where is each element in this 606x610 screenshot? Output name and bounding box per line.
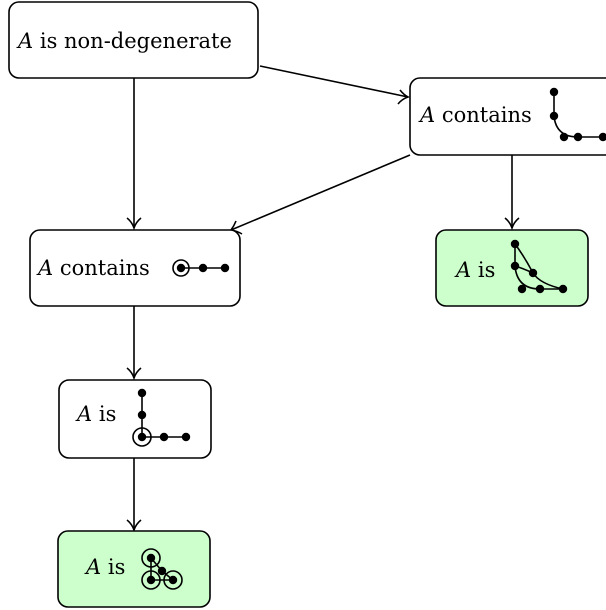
node-nondeg: A is non-degenerate bbox=[8, 1, 259, 79]
L-shape-graph-glyph bbox=[549, 87, 606, 142]
node-variable: A bbox=[16, 29, 33, 53]
circled-path-graph-glyph bbox=[172, 259, 230, 277]
node-statement: is non-degenerate bbox=[33, 29, 232, 53]
node-label: A contains bbox=[418, 103, 532, 127]
circled-triangle-graph-glyph bbox=[141, 548, 183, 590]
node-statement: contains bbox=[53, 256, 150, 280]
node-is-triangle-circled: A is bbox=[57, 530, 211, 608]
node-statement: is bbox=[101, 555, 125, 579]
node-variable: A bbox=[418, 103, 435, 127]
node-box bbox=[29, 229, 241, 307]
edge-contains-L-to-contains-path bbox=[229, 154, 411, 235]
node-label: A is bbox=[84, 555, 125, 579]
node-contains-path: A contains bbox=[29, 229, 241, 307]
edge-is-L-circled-to-is-triangle-circled bbox=[126, 458, 142, 533]
node-label: A contains bbox=[36, 256, 150, 280]
node-variable: A bbox=[84, 555, 101, 579]
node-is-triangleL: A is bbox=[435, 229, 589, 307]
triangle-L-graph-glyph bbox=[510, 239, 568, 294]
node-box bbox=[8, 1, 259, 79]
node-variable: A bbox=[36, 256, 53, 280]
node-statement: is bbox=[92, 402, 116, 426]
edge-nondeg-to-contains-L bbox=[259, 65, 411, 105]
node-box bbox=[57, 530, 211, 608]
node-box bbox=[58, 379, 212, 459]
edge-nondeg-to-contains-path bbox=[126, 78, 142, 231]
edge-contains-path-to-is-L-circled bbox=[126, 306, 142, 381]
node-statement: is bbox=[471, 258, 495, 282]
edges bbox=[126, 65, 520, 533]
node-is-L-circled: A is bbox=[58, 379, 212, 459]
node-contains-L: A contains bbox=[409, 77, 606, 156]
node-label: A is non-degenerate bbox=[16, 29, 232, 53]
node-box bbox=[409, 77, 606, 156]
circled-L-graph-glyph bbox=[132, 388, 191, 447]
node-label: A is bbox=[75, 402, 116, 426]
node-variable: A bbox=[454, 258, 471, 282]
node-label: A is bbox=[454, 258, 495, 282]
node-statement: contains bbox=[435, 103, 532, 127]
edge-contains-L-to-is-triangleL bbox=[504, 155, 520, 231]
node-variable: A bbox=[75, 402, 92, 426]
